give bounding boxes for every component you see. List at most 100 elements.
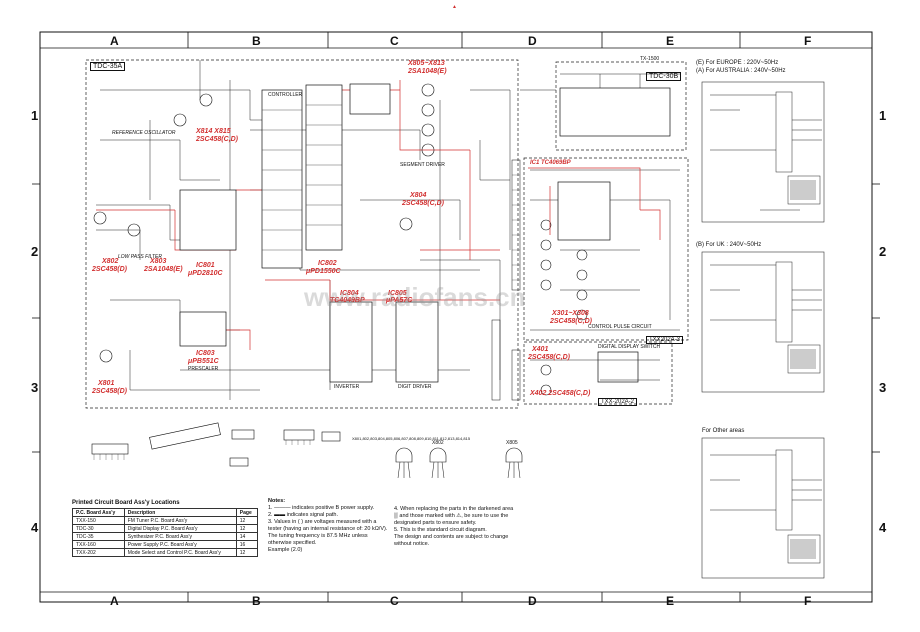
- row-label-1-right: 1: [879, 108, 887, 123]
- top-ref-label: TX-1500: [640, 56, 660, 62]
- part-label-x401: X401: [532, 346, 549, 353]
- part-label-x804: X804: [410, 192, 427, 199]
- part-label-x301-type: 2SC458(C,D): [550, 318, 593, 325]
- table-header-row: P.C. Board Ass'y Description Page: [72, 508, 259, 517]
- part-label-x301: X301~X308: [552, 310, 589, 317]
- block-label-prescaler: PRESCALER: [188, 366, 219, 372]
- part-label-x402: X402 2SC458(C,D): [530, 390, 591, 397]
- table-cell: TDC-30: [72, 524, 125, 533]
- top-warning-mark: ▲: [452, 4, 457, 10]
- table-header: P.C. Board Ass'y: [72, 508, 125, 517]
- block-label-lpf: LOW PASS FILTER: [118, 254, 162, 260]
- row-label-4-right: 4: [879, 520, 887, 535]
- column-label-d: D: [528, 34, 537, 48]
- part-label-ic803-type: μPB551C: [188, 358, 219, 365]
- block-label-ref-osc: REFERENCE OSCILLATOR: [112, 130, 176, 136]
- part-label-x805-type: 2SA1048(E): [408, 68, 447, 75]
- package-label-transistors: X801,802,803,804,805,806,807,808,809,810…: [352, 436, 471, 441]
- row-label-3-left: 3: [31, 380, 39, 395]
- power-heading-europe: (E) For EUROPE : 220V~50Hz: [696, 60, 779, 66]
- part-label-ic802-type: μPD1550C: [306, 268, 341, 275]
- block-label-digit-driver: DIGIT DRIVER: [398, 384, 432, 390]
- table-cell: TXX-150: [72, 516, 125, 525]
- table-cell: 12: [235, 548, 259, 557]
- note-1: 1. ——— indicates positive B power supply…: [268, 505, 375, 511]
- row-label-2-right: 2: [879, 244, 887, 259]
- table-cell: 12: [235, 524, 259, 533]
- row-label-1-left: 1: [31, 108, 39, 123]
- column-label-c-bottom: C: [390, 594, 399, 608]
- row-label-3-right: 3: [879, 380, 887, 395]
- part-label-ic805: IC805: [388, 290, 407, 297]
- board-label-txx202a3: TXX202A-3: [646, 336, 684, 344]
- column-label-a: A: [110, 34, 119, 48]
- board-label-tdc30b: TDC-30B: [646, 72, 682, 81]
- part-label-ic802: IC802: [318, 260, 337, 267]
- board-label-txx202a2: TXX-202A-2: [598, 398, 638, 406]
- part-label-x801-type: 2SC458(D): [92, 388, 128, 395]
- part-label-x814: X814 X815: [196, 128, 231, 135]
- table-cell: 12: [235, 516, 259, 525]
- block-label-control-pulse: CONTROL PULSE CIRCUIT: [588, 324, 652, 330]
- table-row: TDC-30 Digital Display P.C. Board Ass'y …: [72, 524, 259, 533]
- block-label-digital-display: DIGITAL DISPLAY SWITCH: [598, 344, 661, 350]
- column-label-d-bottom: D: [528, 594, 537, 608]
- column-label-f: F: [804, 34, 812, 48]
- notes-title: Notes:: [268, 498, 286, 504]
- part-label-x802-type: 2SC458(D): [92, 266, 128, 273]
- note-2: 2. ▬▬ indicates signal path.: [268, 512, 339, 518]
- part-label-x803-type: 2SA1048(E): [144, 266, 183, 273]
- table-cell: 14: [235, 532, 259, 541]
- table-cell: FM Tuner P.C. Board Ass'y: [123, 516, 237, 525]
- table-cell: 16: [235, 540, 259, 549]
- table-cell: Synthesizer P.C. Board Ass'y: [123, 532, 237, 541]
- power-heading-uk: (B) For UK : 240V~50Hz: [696, 242, 762, 248]
- table-cell: TXX-160: [72, 540, 125, 549]
- notes-left: Notes: 1. ——— indicates positive B power…: [268, 498, 390, 554]
- row-label-4-left: 4: [31, 520, 39, 535]
- power-heading-australia: (A) For AUSTRALIA : 240V~50Hz: [696, 68, 786, 74]
- column-label-b-bottom: B: [252, 594, 261, 608]
- note-5b: The design and contents are subject to c…: [394, 534, 509, 547]
- pcb-locations-table: P.C. Board Ass'y Description Page TXX-15…: [72, 508, 259, 557]
- table-header: Page: [235, 508, 259, 517]
- part-label-x803: X803: [150, 258, 167, 265]
- column-label-b: B: [252, 34, 261, 48]
- block-label-segment-driver: SEGMENT DRIVER: [400, 162, 445, 168]
- note-5: 5. This is the standard circuit diagram.: [394, 527, 487, 533]
- part-label-x802: X802: [102, 258, 119, 265]
- part-label-ic801-type: μPD2810C: [188, 270, 223, 277]
- package-label-x802: X802: [432, 440, 444, 446]
- table-row: TDC-35 Synthesizer P.C. Board Ass'y 14: [72, 532, 259, 541]
- part-label-ic803: IC803: [196, 350, 215, 357]
- note-4: 4. When replacing the parts in the darke…: [394, 506, 514, 526]
- part-label-x401-type: 2SC458(C,D): [528, 354, 571, 361]
- part-label-x801: X801: [98, 380, 115, 387]
- part-label-x814-type: 2SC458(C,D): [196, 136, 239, 143]
- package-label-x805: X805: [506, 440, 518, 446]
- notes-right: 4. When replacing the parts in the darke…: [394, 506, 514, 548]
- note-3b: The tuning frequency is 87.5 MHz unless …: [268, 533, 368, 546]
- table-cell: TXX-202: [72, 548, 125, 557]
- table-row: TXX-202 Mode Select and Control P.C. Boa…: [72, 548, 259, 557]
- part-label-ic804-type: TC4049BP: [330, 297, 365, 304]
- table-header: Description: [123, 508, 237, 517]
- block-label-inverter: INVERTER: [334, 384, 360, 390]
- part-label-ic805-type: μPA57C: [386, 297, 413, 304]
- column-label-f-bottom: F: [804, 594, 812, 608]
- part-label-ic804: IC804: [340, 290, 359, 297]
- part-label-x804-type: 2SC458(C,D): [402, 200, 445, 207]
- column-label-c: C: [390, 34, 399, 48]
- pcb-table-title: Printed Circuit Board Ass'y Locations: [72, 500, 180, 506]
- table-row: TXX-160 Power Supply P.C. Board Ass'y 16: [72, 540, 259, 549]
- part-label-ic1: IC1 TC4069BP: [530, 160, 571, 166]
- board-label-tdc35a: TDC-35A: [90, 62, 126, 71]
- note-3: 3. Values in ( ) are voltages measured w…: [268, 519, 388, 532]
- table-cell: Digital Display P.C. Board Ass'y: [123, 524, 237, 533]
- column-label-a-bottom: A: [110, 594, 119, 608]
- table-cell: Mode Select and Control P.C. Board Ass'y: [123, 548, 237, 557]
- row-label-2-left: 2: [31, 244, 39, 259]
- part-label-x805: X805~X813: [408, 60, 445, 67]
- watermark-text: www.radiofans.cn: [304, 282, 526, 312]
